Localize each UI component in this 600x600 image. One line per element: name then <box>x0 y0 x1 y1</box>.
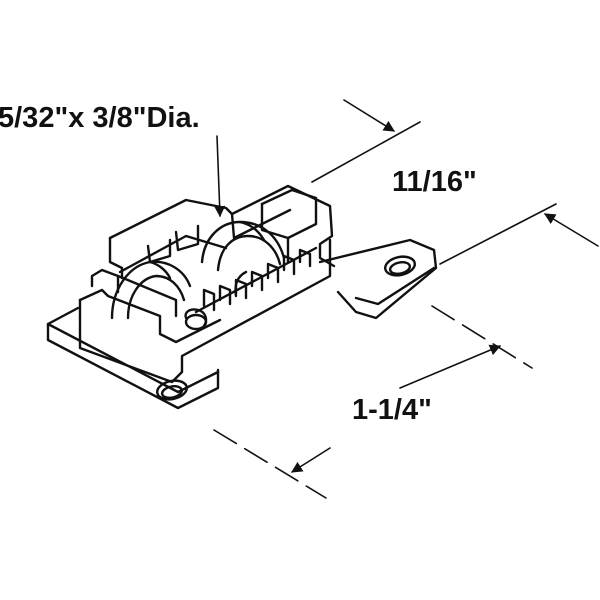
length-arrow-right <box>399 344 502 389</box>
height-arrow-top <box>343 99 395 132</box>
length-extension-right <box>431 305 533 369</box>
dimension-lines <box>213 99 599 499</box>
housing-body <box>46 184 438 410</box>
roller-wheels <box>110 220 286 331</box>
height-arrow-bottom <box>544 213 599 247</box>
hole-spacing-dimension-label: 1-1/4" <box>352 394 432 426</box>
height-extension-bottom <box>439 203 557 265</box>
length-arrow-left <box>291 447 331 473</box>
height-extension-top <box>311 121 421 183</box>
roller-size-label: 5/32"x 3/8"Dia. <box>0 102 200 134</box>
roller-size-leader <box>214 135 226 218</box>
length-extension-left <box>213 429 327 499</box>
height-dimension-label: 11/16" <box>392 166 477 198</box>
